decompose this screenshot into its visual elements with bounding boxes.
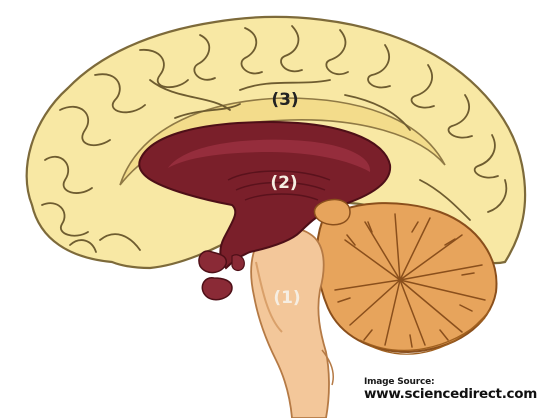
stalk-blob xyxy=(232,255,244,271)
image-source-credit: Image Source: www.sciencedirect.com xyxy=(364,378,537,402)
pineal-gland xyxy=(315,200,350,225)
label-cortex: (3) xyxy=(271,90,298,110)
brainstem-shape xyxy=(251,228,329,418)
image-source-url: www.sciencedirect.com xyxy=(364,387,537,401)
label-limbic: (2) xyxy=(270,173,297,193)
pituitary-blob xyxy=(202,278,232,300)
brainstem xyxy=(251,228,333,418)
label-brainstem: (1) xyxy=(273,288,300,308)
